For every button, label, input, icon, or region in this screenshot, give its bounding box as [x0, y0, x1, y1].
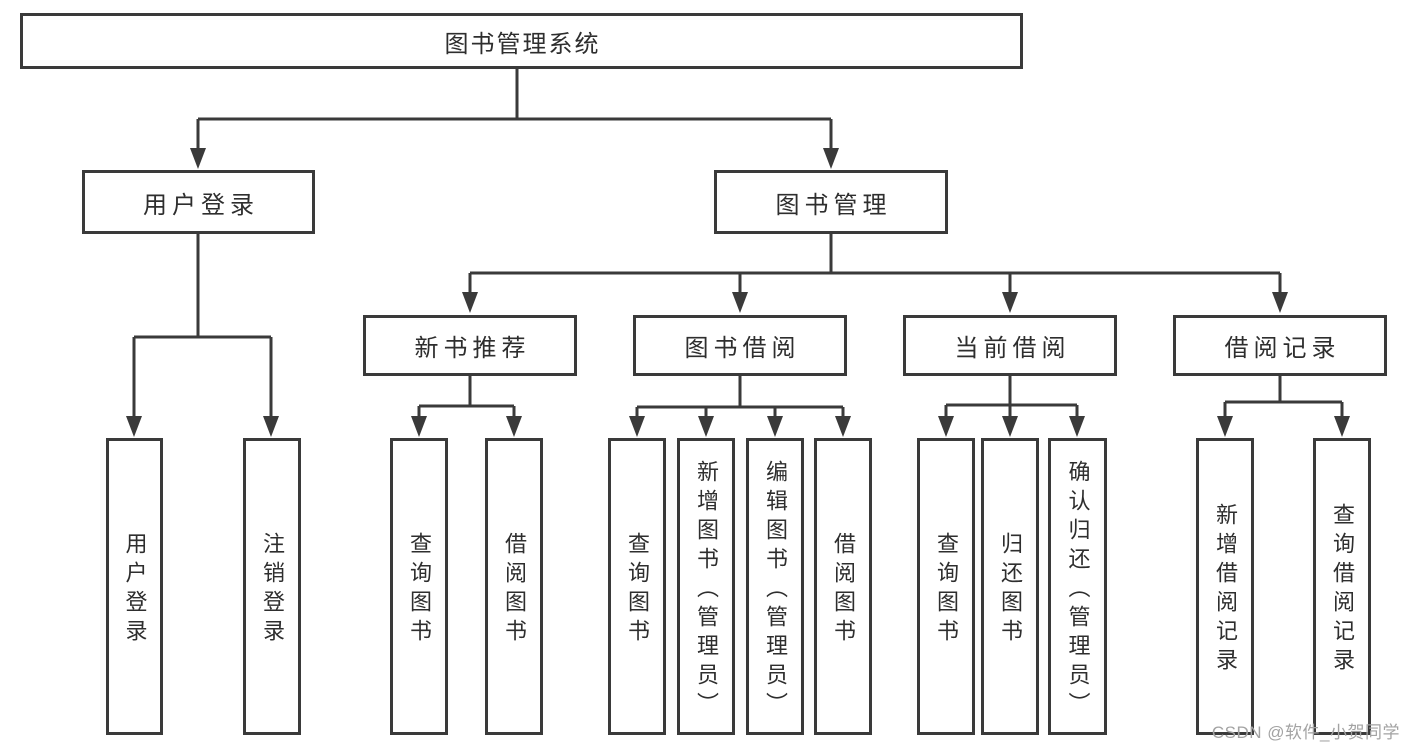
arrowhead-down-icon	[1217, 416, 1350, 437]
node-book-mgmt: 图书管理	[714, 170, 948, 234]
arrowhead-down-icon	[126, 416, 279, 437]
arrowhead-down-icon	[411, 416, 522, 437]
connector-new-books-to-leaves	[411, 376, 522, 437]
leaf-new-books-query: 查询图书	[390, 438, 448, 735]
leaf-borrow-edit-admin: 编辑图书（管理员）	[746, 438, 804, 735]
leaf-borrow-query: 查询图书	[608, 438, 666, 735]
node-current-borrow: 当前借阅	[903, 315, 1117, 376]
connector-borrow-records-to-leaves	[1217, 376, 1350, 437]
node-borrow-records: 借阅记录	[1173, 315, 1387, 376]
leaf-new-books-borrow: 借阅图书	[485, 438, 543, 735]
leaf-borrow-book: 借阅图书	[814, 438, 872, 735]
connector-current-borrow-to-leaves	[938, 376, 1085, 437]
leaf-logout: 注销登录	[243, 438, 301, 735]
connector-book-borrow-to-leaves	[629, 376, 851, 437]
arrowhead-down-icon	[938, 416, 1085, 437]
leaf-current-query: 查询图书	[917, 438, 975, 735]
node-book-borrow: 图书借阅	[633, 315, 847, 376]
leaf-user-login: 用户登录	[106, 438, 163, 735]
connector-user-login-to-leaves	[126, 234, 279, 437]
arrowhead-down-icon	[462, 292, 1288, 313]
node-new-books: 新书推荐	[363, 315, 577, 376]
leaf-current-confirm-admin: 确认归还（管理员）	[1048, 438, 1107, 735]
leaf-records-query: 查询借阅记录	[1313, 438, 1371, 735]
watermark: CSDN @软件_小贺同学	[1211, 723, 1400, 742]
node-root: 图书管理系统	[20, 13, 1023, 69]
leaf-current-return: 归还图书	[981, 438, 1039, 735]
node-user-login: 用户登录	[82, 170, 315, 234]
connector-root-to-level2	[190, 69, 839, 169]
leaf-borrow-add-admin: 新增图书（管理员）	[677, 438, 735, 735]
leaf-records-add: 新增借阅记录	[1196, 438, 1254, 735]
arrowhead-down-icon	[629, 416, 851, 437]
arrowhead-down-icon	[190, 148, 839, 169]
connector-book-mgmt-to-level3	[462, 234, 1288, 313]
